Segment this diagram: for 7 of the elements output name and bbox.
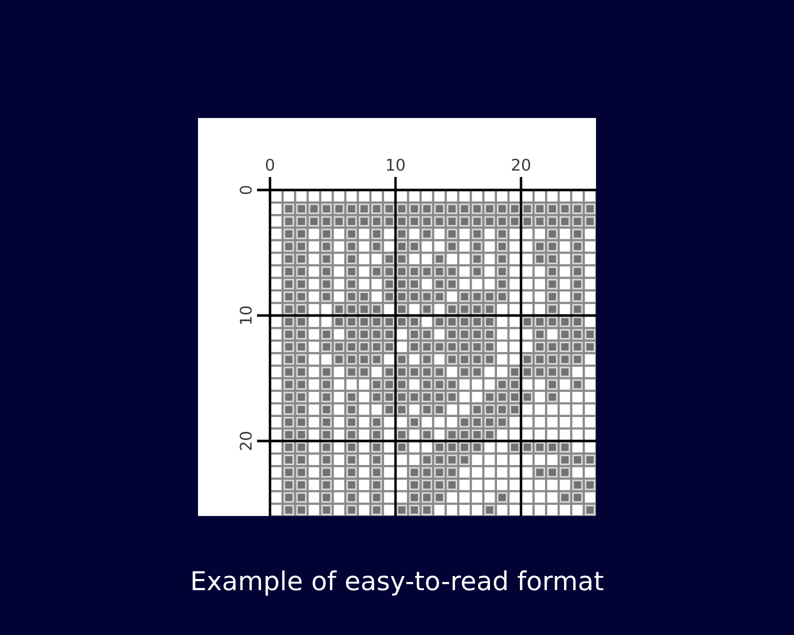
caption: Example of easy-to-read format xyxy=(192,570,604,596)
axis-label: 20 xyxy=(240,432,252,450)
axis-label: 0 xyxy=(266,158,274,171)
axis-label: 0 xyxy=(240,186,252,194)
axis-label: 20 xyxy=(512,158,530,171)
axis-label: 10 xyxy=(240,306,252,324)
axis-label: 10 xyxy=(387,158,405,171)
